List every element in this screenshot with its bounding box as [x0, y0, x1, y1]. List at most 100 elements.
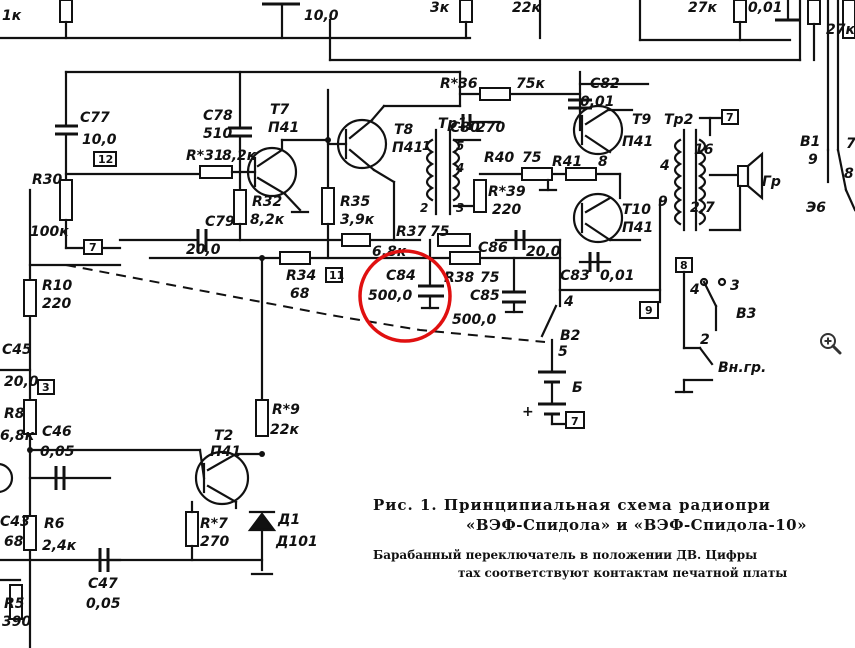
label-c43-value: 68: [4, 534, 24, 550]
label-r32-value: 8,2к: [250, 212, 285, 228]
lower-left-stage: 3 R10 220 С45 20,0 R8 6,8к С46 0,05 С43 …: [0, 278, 264, 630]
label-c46: С46: [42, 424, 72, 440]
label-b1-pin9: 9: [808, 152, 818, 168]
label-b2-pin5: 5: [558, 344, 568, 360]
main-bus: 11 С79 20,0 R34 68: [118, 214, 562, 412]
label-c77-value: 10,0: [82, 132, 117, 148]
transformer-tr2: 7 Тр2 16 2,7 4 9 Гр: [658, 109, 781, 232]
label-tr1-pin4: 4: [455, 161, 464, 175]
label-b3: В3: [736, 306, 756, 322]
switch-b3: 8 4 3 В3 2 Вн.гр.: [674, 257, 766, 394]
label-r41: R41: [552, 154, 582, 170]
label-t2: Т2: [214, 428, 233, 444]
caption-line-4: тах соответствуют контактам печатной пла…: [458, 566, 788, 580]
label-r31: R*31: [186, 148, 224, 164]
label-tr1-pin5: 5: [456, 139, 464, 153]
r36-c80: R*36 75к С80 270: [440, 76, 582, 136]
label-c-top: 10,0: [304, 8, 339, 24]
top-strip: 1к 10,0 3к 22к 27к 0,01 27к: [0, 0, 855, 152]
label-r10: R10: [42, 278, 73, 294]
label-r36: R*36: [440, 76, 478, 92]
magnifier-zoom-in-icon[interactable]: [818, 331, 842, 355]
label-r-22k: 22к: [512, 0, 541, 16]
label-c82-value: 0,01: [580, 94, 615, 110]
label-c77: С77: [80, 110, 110, 126]
dashed-switch-link: [65, 264, 546, 343]
label-t7: Т7: [270, 102, 290, 118]
label-contact-12: 12: [98, 153, 113, 166]
label-r31-value: 8,2к: [222, 148, 257, 164]
label-tr1-pin2: 2: [420, 201, 428, 215]
label-b2: В2: [560, 328, 580, 344]
label-c43: С43: [0, 514, 30, 530]
label-c45: С45: [2, 342, 32, 358]
power-circuit: 7 4 В2 5 Б +: [522, 288, 585, 429]
label-r38: R38: [444, 270, 475, 286]
label-r7-value: 270: [200, 534, 229, 550]
stage-t2: Т2 П41 R*9 22к R*7 270 Д1 Д101: [185, 399, 318, 576]
label-contact-7a: 7: [89, 241, 97, 254]
label-r35: R35: [340, 194, 371, 210]
label-b1-pin7: 7: [846, 136, 855, 152]
label-speaker: Гр: [762, 174, 781, 190]
label-c78-value: 510: [203, 126, 232, 142]
label-c85: С85: [470, 288, 500, 304]
label-r13-value: 1к: [2, 8, 22, 24]
label-r6: R6: [44, 516, 65, 532]
caption-line-1: Рис. 1. Принципиальная схема радиопри: [373, 496, 771, 514]
label-t8-type: П41: [392, 140, 423, 156]
label-t9: Т9: [632, 112, 652, 128]
label-r37-value: 75: [430, 224, 450, 240]
label-tap-16: 16: [694, 142, 714, 158]
label-contact-9: 9: [645, 304, 653, 317]
bias-network: R40 75 R41 8 R*39 220: [473, 150, 622, 218]
label-contact-7b: 7: [726, 111, 734, 124]
label-r40-value: 75: [522, 150, 542, 166]
label-c79: С79: [205, 214, 235, 230]
label-r34-value: 68: [290, 286, 310, 302]
label-r30: R30: [32, 172, 63, 188]
label-c86: С86: [478, 240, 508, 256]
label-c83: С83: [560, 268, 590, 284]
label-c83-value: 0,01: [600, 268, 635, 284]
label-contact-3: 3: [42, 381, 50, 394]
label-c84: С84: [386, 268, 416, 284]
label-tr1: Тр1: [438, 116, 467, 132]
label-r32: R32: [252, 194, 282, 210]
label-tr2-pin9: 9: [658, 194, 668, 210]
label-c-001: 0,01: [748, 0, 783, 16]
label-c80: С80: [450, 120, 480, 136]
label-r-27k: 27к: [688, 0, 717, 16]
label-r40: R40: [484, 150, 515, 166]
label-tap-27: 2,7: [690, 200, 715, 216]
label-r38-value: 75: [480, 270, 500, 286]
label-r36-value: 75к: [516, 76, 545, 92]
label-c85-value: 500,0: [452, 312, 497, 328]
label-contact-7c: 7: [571, 415, 579, 428]
label-t10-type: П41: [622, 220, 653, 236]
label-d1: Д1: [277, 512, 300, 528]
label-battery: Б: [572, 380, 583, 396]
label-tr1-pin1: 1: [422, 139, 430, 153]
emitter-network: 6,8к R37 75 С84 500,0: [341, 224, 471, 310]
label-r39: R*39: [488, 184, 526, 200]
label-b3-pin2: 2: [700, 332, 710, 348]
label-r-27k-right: 27к: [826, 22, 855, 38]
label-r-3k: 3к: [430, 0, 450, 16]
label-r8: R8: [4, 406, 25, 422]
label-c47-value: 0,05: [86, 596, 121, 612]
label-r7: R*7: [200, 516, 228, 532]
label-contact-11: 11: [329, 269, 344, 282]
transformer-tr1: Тр1 5 4 1 2 3: [420, 70, 482, 216]
label-c45-value: 20,0: [4, 374, 39, 390]
label-tr1-pin6: 8: [598, 154, 608, 170]
caption-line-2: «ВЭФ-Спидола» и «ВЭФ-Спидола-10»: [466, 516, 807, 534]
label-b3-pin3: 3: [730, 278, 740, 294]
label-r5-value: 390: [2, 614, 31, 630]
caption-line-3: Барабанный переключатель в положении ДВ.…: [373, 548, 758, 562]
label-c46-value: 0,05: [40, 444, 75, 460]
label-t2-type: П41: [210, 444, 241, 460]
output-stage: С82 0,01 Т9 П41 Т10 П41: [558, 70, 662, 304]
label-t7-type: П41: [268, 120, 299, 136]
label-r34: R34: [286, 268, 316, 284]
